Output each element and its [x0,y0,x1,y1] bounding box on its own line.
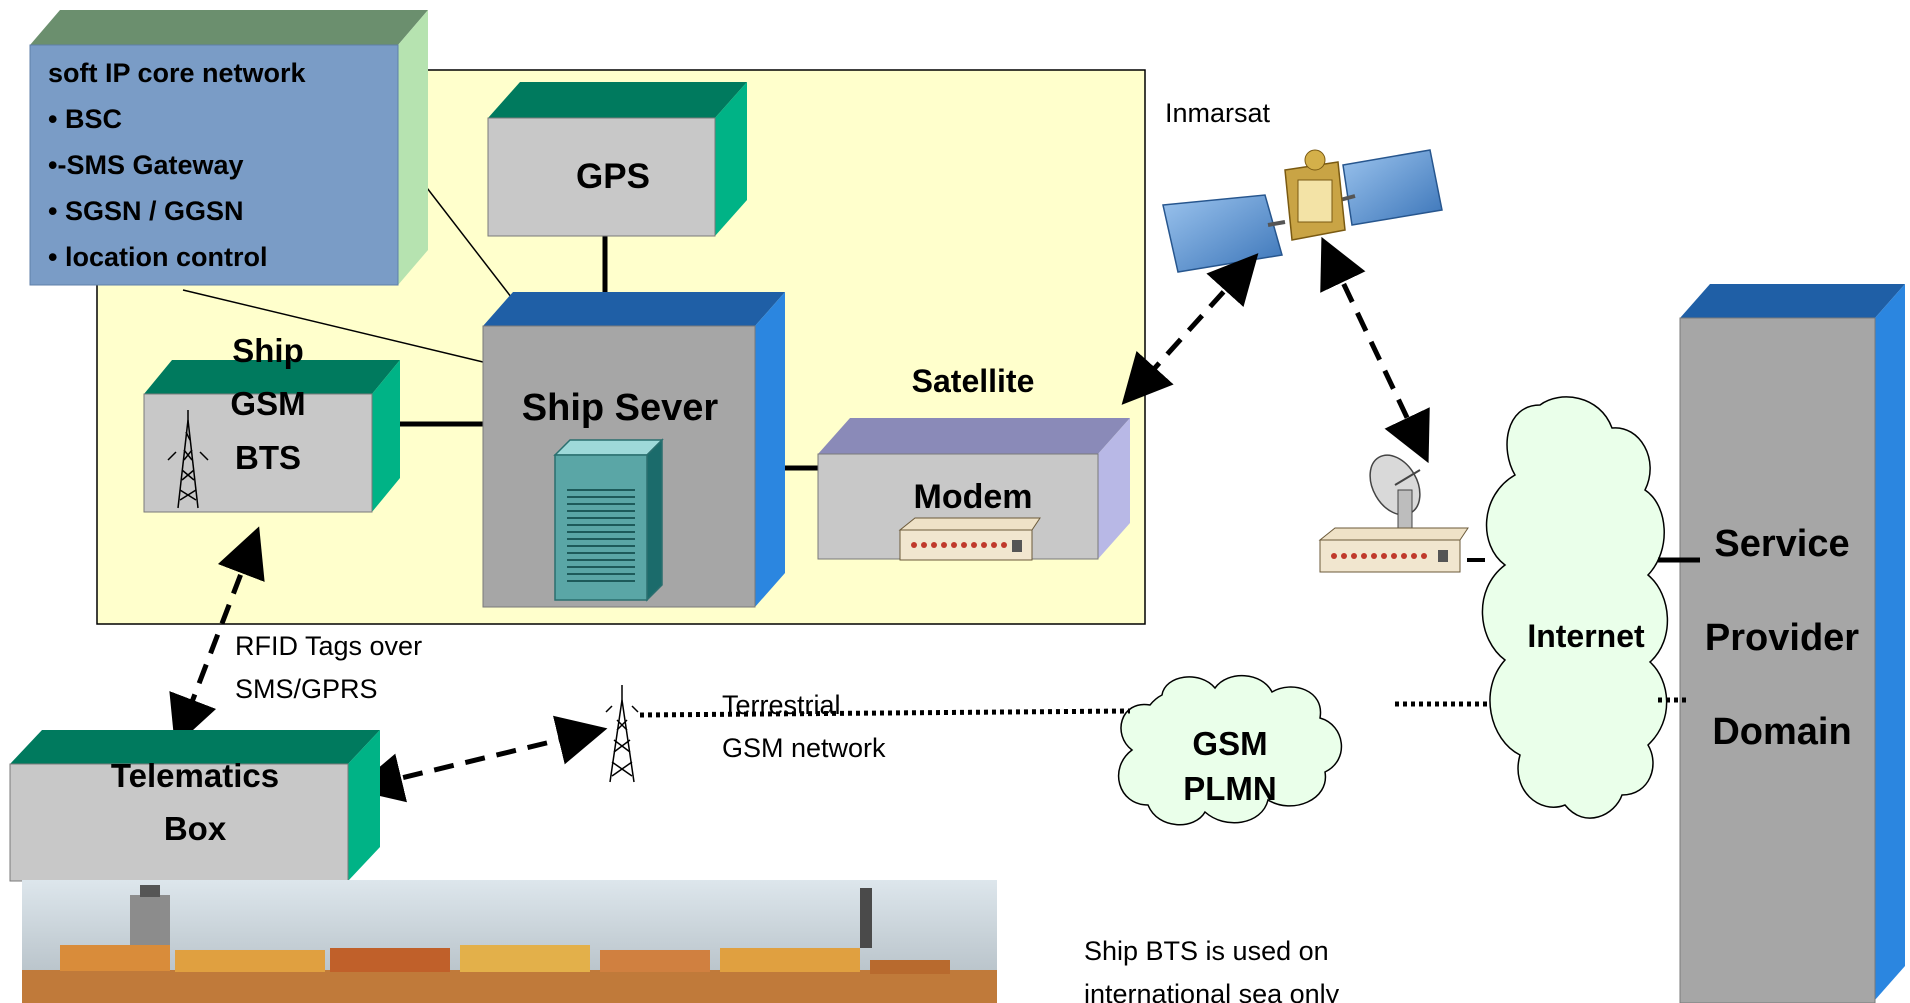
satellite-to-ground-link-arrow [1320,236,1430,464]
service-provider-domain-box: Service Provider Domain [1679,284,1905,1003]
container-ship-photo [22,880,997,1003]
note-text: international sea only [1084,979,1340,1003]
gsm-plmn-label: PLMN [1183,770,1277,807]
rfid-label: SMS/GPRS [235,674,378,704]
modem-device-icon [898,517,1041,561]
note-text: Ship BTS is used on [1084,936,1329,966]
terrestrial-label: Terrestrial [722,690,841,720]
ship-gsm-bts-label: GSM [230,385,305,422]
core-to-server-line-2 [182,289,509,369]
satellite-modem-box: Satellite Modem [817,363,1130,561]
bts-antenna-icon [167,410,209,509]
gps-box: GPS [487,82,747,237]
satellite-icon [1162,149,1443,273]
core-network-item: • BSC [48,104,122,134]
ship-server-label: Ship Sever [522,387,719,429]
telematics-box-label: Telematics [111,757,279,794]
ship-gsm-bts-box: Ship GSM BTS [143,332,400,513]
internet-cloud: Internet [1481,396,1669,819]
service-provider-label: Service [1714,523,1849,565]
core-network-item: • SGSN / GGSN [48,196,244,226]
service-provider-label: Provider [1705,617,1859,659]
core-network-item: • location control [48,242,267,272]
satellite-label: Satellite [912,363,1035,399]
rfid-link-arrow [169,526,265,747]
modem-label: Modem [914,478,1033,516]
telematics-to-tower-link-arrow [352,715,608,803]
server-tower-icon [553,438,664,602]
gps-label: GPS [576,157,650,196]
telematics-box-label: Box [164,810,227,847]
ship-gsm-bts-label: Ship [232,332,304,369]
service-provider-label: Domain [1712,711,1851,753]
core-network-title: soft IP core network [48,58,307,88]
core-network-item: •-SMS Gateway [48,150,244,180]
telematics-box: Telematics Box [9,730,380,882]
gsm-plmn-label: GSM [1192,725,1267,762]
terrestrial-gsm-dotted-line [639,708,1131,718]
gsm-plmn-cloud: GSM PLMN [1117,674,1342,826]
inmarsat-label: Inmarsat [1165,98,1271,128]
terrestrial-label: GSM network [722,733,886,763]
satellite-to-ship-link-arrow [1121,253,1259,405]
ground-station-dish-icon [1369,454,1430,539]
rfid-label: RFID Tags over [235,631,422,661]
ground-modem-icon [1318,527,1469,573]
terrestrial-tower-icon [605,685,639,783]
ship-gsm-bts-label: BTS [235,439,301,476]
core-network-box: soft IP core network • BSC •-SMS Gateway… [29,10,428,286]
internet-label: Internet [1527,618,1645,654]
ship-server-box: Ship Sever [482,292,785,608]
